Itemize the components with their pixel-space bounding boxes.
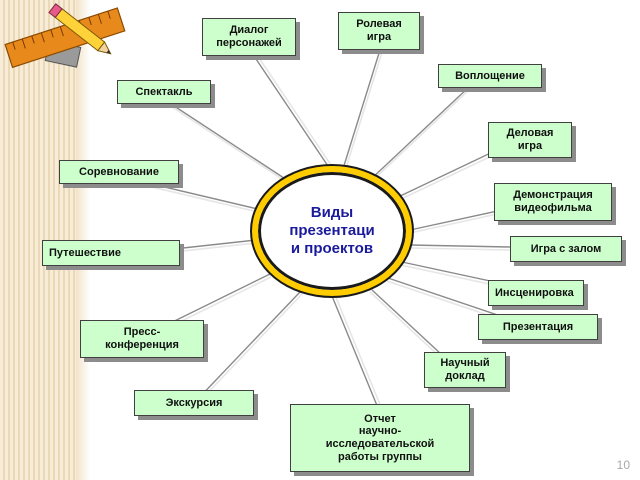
central-topic-label: Виды презентаци и проектов	[289, 204, 375, 257]
central-topic: Виды презентаци и проектов	[252, 166, 412, 296]
node-hall-game: Игра с залом	[510, 236, 622, 262]
page-number: 10	[616, 458, 630, 472]
node-excursion: Экскурсия	[134, 390, 254, 416]
node-competition-label: Соревнование	[79, 165, 159, 178]
central-oval	[252, 166, 412, 296]
node-dialog: Диалог персонажей	[202, 18, 296, 56]
node-research-report: Отчет научно- исследовательской работы г…	[290, 404, 470, 472]
pencil-ruler-icon	[4, 3, 126, 69]
node-hall-game-label: Игра с залом	[530, 242, 602, 255]
node-role-play: Ролевая игра	[338, 12, 420, 50]
node-scientific-report-label: Научный доклад	[440, 357, 490, 382]
node-embodiment-label: Воплощение	[455, 69, 525, 82]
node-staging: Инсценировка	[488, 280, 584, 306]
node-presentation: Презентация	[478, 314, 598, 340]
node-performance-label: Спектакль	[135, 85, 193, 98]
node-role-play-label: Ролевая игра	[356, 18, 402, 43]
node-journey: Путешествие	[42, 240, 180, 266]
node-embodiment: Воплощение	[438, 64, 542, 88]
node-excursion-label: Экскурсия	[165, 396, 223, 409]
node-scientific-report: Научный доклад	[424, 352, 506, 388]
node-staging-label: Инсценировка	[495, 286, 574, 299]
node-research-report-label: Отчет научно- исследовательской работы г…	[325, 412, 435, 463]
node-dialog-label: Диалог персонажей	[216, 24, 282, 49]
node-competition: Соревнование	[59, 160, 179, 184]
node-presentation-label: Презентация	[502, 320, 574, 333]
node-journey-label: Путешествие	[49, 246, 121, 259]
node-press-conference-label: Пресс- конференция	[105, 326, 179, 351]
node-performance: Спектакль	[117, 80, 211, 104]
node-business-game-label: Деловая игра	[506, 127, 554, 152]
node-video-demo-label: Демонстрация видеофильма	[513, 189, 593, 214]
node-business-game: Деловая игра	[488, 122, 572, 158]
node-press-conference: Пресс- конференция	[80, 320, 204, 358]
node-video-demo: Демонстрация видеофильма	[494, 183, 612, 221]
